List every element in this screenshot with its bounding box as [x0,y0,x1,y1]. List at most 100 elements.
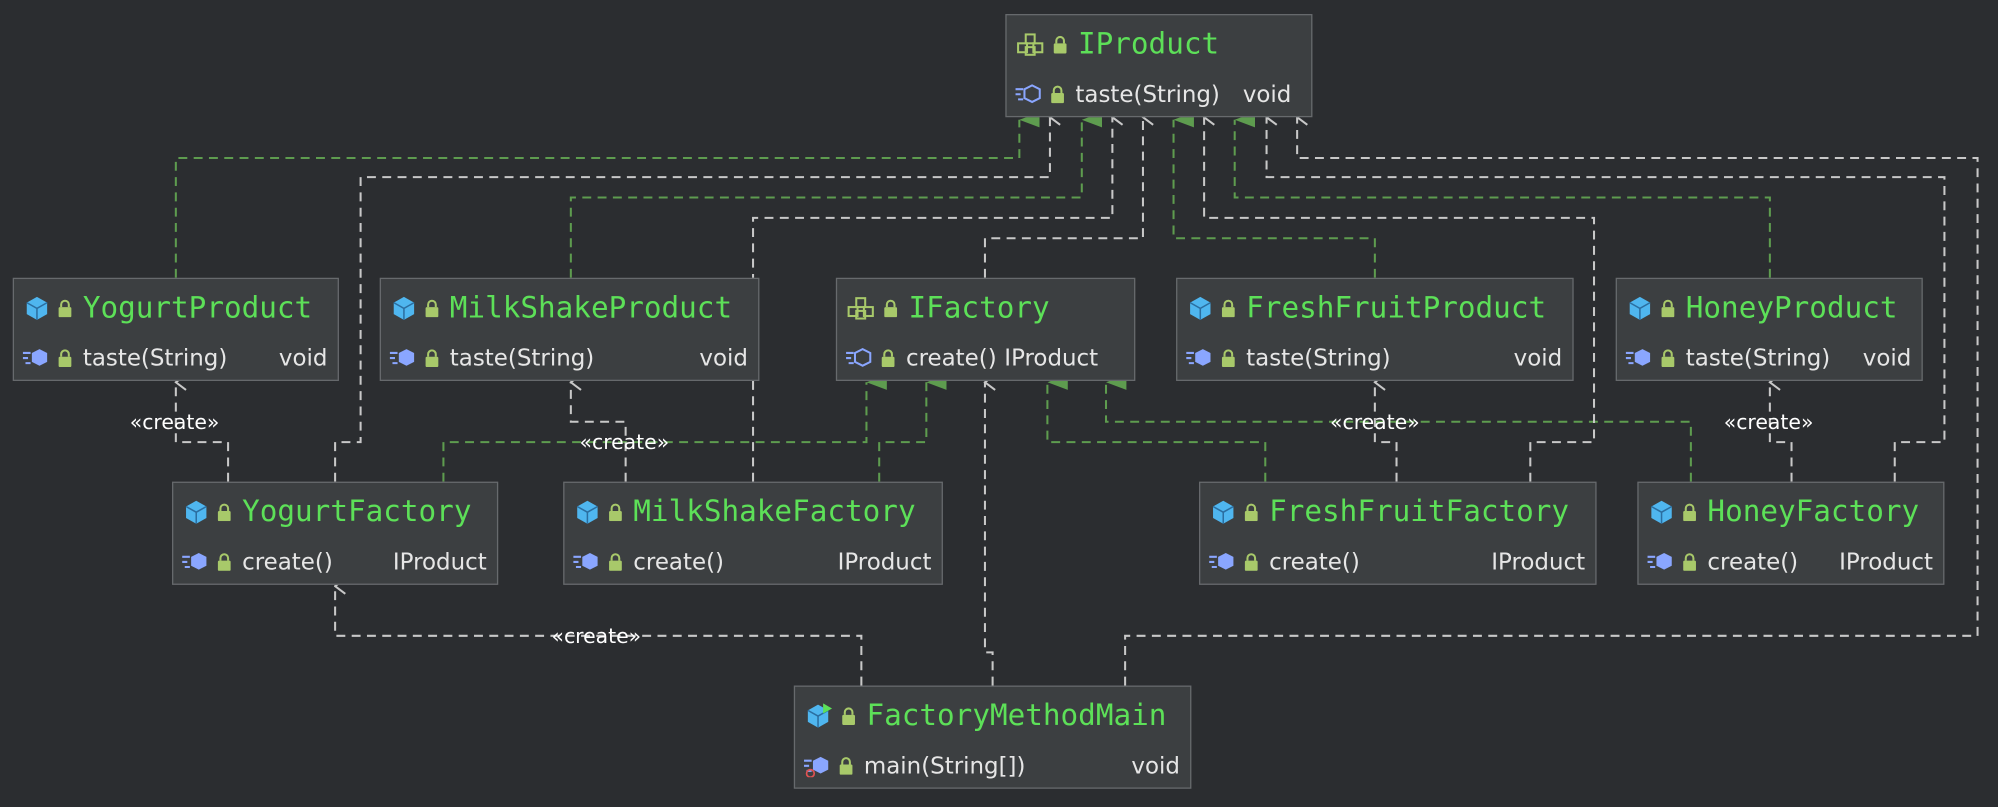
method-signature: create() [1707,548,1799,576]
method-icon [845,347,873,370]
method-signature: create() [633,548,724,576]
edge-main-uses-ifactory [985,382,993,686]
method-row[interactable]: create() IProduct [1639,542,1944,583]
edge-yogurtfactory-creates-yogurtproduct [176,382,230,482]
lock-icon [608,503,623,522]
method-row[interactable]: taste(String) void [381,338,758,379]
method-icon [1625,347,1653,370]
runnable-class-icon [805,703,833,728]
class-name: FreshFruitFactory [1269,495,1570,529]
lock-icon [838,757,853,775]
lock-icon [1052,35,1067,54]
static-method-icon [803,754,831,778]
lock-icon [217,553,232,571]
node-milkshakefactory[interactable]: MilkShakeFactory create() IProduct [563,481,943,585]
edge-freshfruitfactory-uses-iproduct [1204,117,1596,482]
class-icon [1627,296,1652,321]
return-type: void [1862,344,1912,372]
return-type: void [278,344,328,372]
node-yogurtfactory[interactable]: YogurtFactory create() IProduct [172,481,499,585]
node-ifactory[interactable]: IFactory create() IProduct [835,277,1136,381]
lock-icon [1682,553,1697,571]
return-type: IProduct [1491,548,1586,576]
class-icon [1210,499,1235,524]
edge-main-creates-yogurtfactory [335,586,863,686]
edge-main-uses-iproduct [1124,117,1979,686]
class-name: FreshFruitProduct [1246,291,1547,325]
edge-freshfruitfactory-implements-ifactory [1046,374,1267,482]
return-type: IProduct [1004,344,1099,372]
edge-freshfruitproduct-implements-iproduct [1172,112,1376,278]
class-icon [1188,296,1213,321]
class-icon [183,499,208,524]
node-freshfruitfactory[interactable]: FreshFruitFactory create() IProduct [1199,481,1597,585]
method-row[interactable]: main(String[]) void [795,745,1190,786]
edge-milkshakefactory-uses-iproduct [752,117,1112,482]
class-name: YogurtFactory [242,495,472,529]
lock-icon [1660,349,1675,367]
method-signature: taste(String) [82,344,228,372]
lock-icon [57,349,72,367]
method-icon [1014,83,1042,106]
node-freshfruitproduct[interactable]: FreshFruitProduct taste(String) void [1176,277,1574,381]
lock-icon [1244,553,1259,571]
lock-icon [217,503,232,522]
method-signature: main(String[]) [863,752,1026,780]
method-icon [1646,550,1674,573]
lock-icon [1660,299,1675,318]
method-icon [572,550,600,573]
method-icon [181,550,209,573]
node-factorymethodmain[interactable]: FactoryMethodMain main(String[]) void [793,685,1192,789]
method-icon [1208,550,1236,573]
node-honeyfactory[interactable]: HoneyFactory create() IProduct [1637,481,1945,585]
class-name: IProduct [1077,28,1220,62]
edge-ifactory-uses-iproduct [983,117,1143,278]
method-icon [389,347,417,370]
method-row[interactable]: create() IProduct [564,542,941,583]
method-signature: create() [1269,548,1360,576]
lock-icon [880,349,895,367]
lock-icon [883,299,898,318]
method-signature: create() [242,548,333,576]
return-type: IProduct [1839,548,1933,576]
class-icon [575,499,600,524]
class-name: YogurtProduct [82,291,313,325]
lock-icon [57,299,72,318]
return-type: IProduct [392,548,487,576]
method-row[interactable]: taste(String) void [1177,338,1572,379]
method-row[interactable]: taste(String) void [14,338,338,379]
node-yogurtproduct[interactable]: YogurtProduct taste(String) void [12,277,339,381]
edge-yogurtfactory-implements-ifactory [442,374,887,482]
lock-icon [424,299,439,318]
method-signature: taste(String) [1246,344,1391,372]
method-row[interactable]: taste(String) void [1617,338,1922,379]
return-type: void [1513,344,1563,372]
class-name: IFactory [908,291,1050,325]
method-row[interactable]: create() IProduct [837,338,1134,379]
method-signature: taste(String) [1075,80,1220,108]
lock-icon [1221,299,1236,318]
node-milkshakeproduct[interactable]: MilkShakeProduct taste(String) void [379,277,760,381]
create-label: «create» [129,409,220,434]
return-type: IProduct [837,548,932,576]
edge-freshfruitfactory-creates-freshfruitproduct [1375,382,1398,482]
interface-icon [1017,33,1045,56]
method-signature: create() [905,344,997,372]
node-honeyproduct[interactable]: HoneyProduct taste(String) void [1615,277,1923,381]
edge-milkshakeproduct-implements-iproduct [569,112,1103,278]
edge-honeyproduct-implements-iproduct [1233,112,1771,278]
class-name: FactoryMethodMain [866,699,1167,733]
method-row[interactable]: create() IProduct [1200,542,1595,583]
method-row[interactable]: taste(String) void [1007,74,1312,115]
method-row[interactable]: create() IProduct [173,542,497,583]
lock-icon [424,349,439,367]
class-name: HoneyFactory [1707,495,1920,529]
create-label: «create» [1330,409,1420,434]
node-iproduct[interactable]: IProduct taste(String) void [1005,14,1313,118]
edge-honeyfactory-implements-ifactory [1104,374,1692,482]
edge-milkshakefactory-implements-ifactory [878,374,947,482]
lock-icon [1050,85,1065,104]
interface-icon [847,297,875,320]
edge-honeyfactory-uses-iproduct [1267,117,1946,482]
